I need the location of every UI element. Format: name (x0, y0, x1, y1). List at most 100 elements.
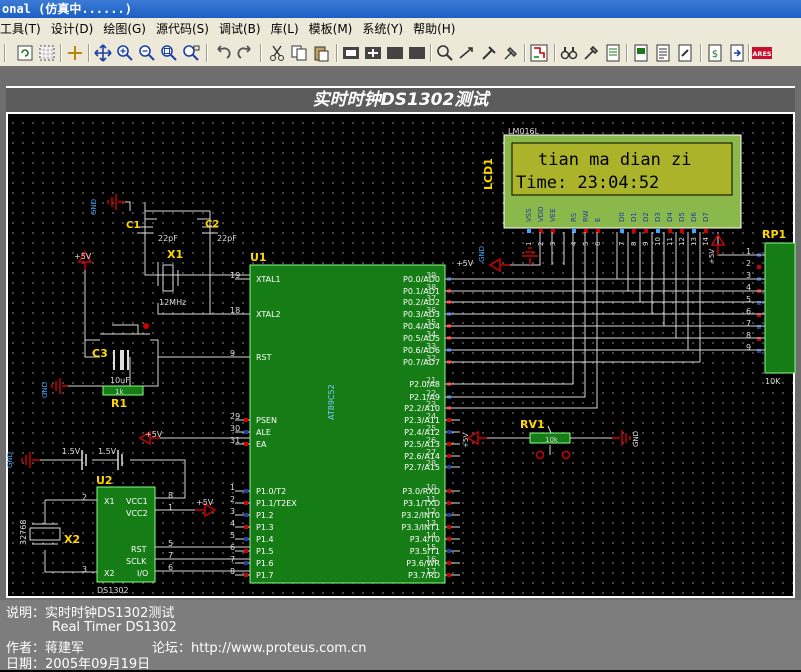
lcd-component[interactable]: LM016L tian ma dian zi Time: 23:04:52 LC… (482, 127, 742, 246)
vcc-terminal: +5V (195, 498, 217, 518)
lcd-pin-state (668, 229, 672, 233)
mcu-pin-number: 32 (426, 354, 436, 363)
mcu-pin-state (447, 501, 451, 505)
toolbar-separator (748, 44, 750, 62)
lcd-pin-label: D1 (630, 212, 638, 222)
property-tool-icon[interactable] (582, 44, 600, 62)
zoom-area-icon[interactable] (182, 44, 200, 62)
gnd-label: GND (41, 382, 49, 398)
undo-icon[interactable] (214, 44, 232, 62)
mcu-pin-label: P2.1/A9 (409, 393, 440, 402)
block-rotate-icon[interactable] (386, 44, 404, 62)
rp1-pin-state (757, 301, 761, 305)
mcu-pin-label: P3.6/WR (406, 559, 440, 568)
mcu-pin-label: P0.1/AD1 (403, 287, 440, 296)
schematic-canvas[interactable]: LM016L tian ma dian zi Time: 23:04:52 LC… (0, 0, 801, 600)
redo-icon[interactable] (236, 44, 254, 62)
rp1-pin-state (757, 313, 761, 317)
money-icon[interactable]: $ (706, 44, 724, 62)
design-explorer-icon[interactable] (676, 44, 694, 62)
origin-icon[interactable] (66, 44, 84, 62)
rp1-pin-number: 8 (746, 331, 751, 340)
rtc-component[interactable]: U2 DS1302 X1 X2 VCC1 VCC2 RST SCLK I/O 2… (82, 474, 173, 595)
menu-library[interactable]: 库(L) (270, 22, 299, 36)
menu-design[interactable]: 设计(D) (50, 22, 94, 36)
bill-of-materials-icon[interactable] (654, 44, 672, 62)
c3-ref: C3 (92, 347, 108, 360)
search-tag-icon[interactable] (560, 44, 578, 62)
menu-system[interactable]: 系统(Y) (362, 22, 404, 36)
gnd-label: GND (6, 452, 14, 468)
package-tool-icon[interactable] (480, 44, 498, 62)
wire-autorouter-icon[interactable] (530, 44, 548, 62)
mcu-component[interactable]: U1 AT89C52 XTAL119XTAL218RST9PSEN29ALE30… (230, 251, 460, 584)
menu-graph[interactable]: 绘图(G) (103, 22, 146, 36)
grid-icon[interactable] (38, 44, 56, 62)
lcd-pin-label: D6 (690, 212, 698, 222)
rv1-potentiometer[interactable]: 10k RV1 (520, 418, 571, 460)
block-move-icon[interactable] (364, 44, 382, 62)
lcd-pin-number: 1 (525, 242, 533, 246)
mcu-pin-state (244, 549, 248, 553)
c3-capacitor[interactable]: C3 10uF (92, 347, 130, 385)
zoom-out-icon[interactable] (138, 44, 156, 62)
menu-help[interactable]: 帮助(H) (413, 22, 456, 36)
refresh-icon[interactable] (16, 44, 34, 62)
lcd-pin-label: RW (582, 210, 590, 222)
menu-tools[interactable]: 工具(T) (0, 22, 41, 36)
cut-icon[interactable] (268, 44, 286, 62)
pan-icon[interactable] (94, 44, 112, 62)
pick-device-icon[interactable] (436, 44, 454, 62)
lcd-pin-label: D2 (642, 212, 650, 222)
mcu-pin-label: P1.6 (256, 559, 274, 568)
c1-capacitor[interactable]: C1 22pF (126, 211, 178, 245)
power-terminals: +5V GND GND +5V +5V GND +5V GND (6, 194, 726, 518)
wires (40, 201, 765, 573)
mcu-pin-state (447, 465, 451, 469)
electrical-check-icon[interactable] (604, 44, 622, 62)
copy-icon[interactable] (290, 44, 308, 62)
block-delete-icon[interactable] (408, 44, 426, 62)
menu-source[interactable]: 源代码(S) (155, 22, 209, 36)
rp1-body[interactable] (764, 242, 796, 374)
x2-crystal[interactable]: X2 32768 (19, 520, 80, 546)
reset-button[interactable] (100, 323, 150, 335)
mcu-pin-label: P0.0/AD0 (403, 275, 440, 284)
wire (44, 499, 97, 573)
export-icon[interactable] (728, 44, 746, 62)
lcd-pin-label: VSS (525, 208, 533, 222)
mcu-pin-number: 12 (426, 507, 436, 516)
mcu-pin-label: ALE (256, 428, 271, 437)
mcu-pin-number: 17 (426, 567, 436, 576)
zoom-in-icon[interactable] (116, 44, 134, 62)
paste-icon[interactable] (312, 44, 330, 62)
mcu-pin-label: P0.4/AD4 (403, 322, 440, 331)
x1-crystal[interactable]: X1 12MHz (157, 248, 186, 307)
block-copy-icon[interactable] (342, 44, 360, 62)
toolbar-separator (554, 44, 556, 62)
wire (144, 210, 250, 276)
netlist-icon[interactable] (632, 44, 650, 62)
mcu-pin-state (244, 501, 248, 505)
make-device-icon[interactable] (458, 44, 476, 62)
rtc-pin-x2: X2 (104, 569, 115, 578)
mcu-body[interactable] (249, 264, 446, 584)
r1-ref: R1 (111, 397, 127, 410)
decompose-icon[interactable] (502, 44, 520, 62)
rtc-body[interactable] (96, 486, 156, 583)
rp1-pin-number: 4 (746, 283, 751, 292)
c2-capacitor[interactable]: C2 22pF (202, 211, 237, 245)
battery-pack[interactable]: 1.5V 1.5V (62, 447, 123, 470)
ares-icon[interactable]: ARES (752, 44, 772, 62)
mcu-pin-number: 2 (230, 495, 235, 504)
mcu-pin-state (244, 513, 248, 517)
mcu-pin-number: 18 (230, 306, 240, 315)
mcu-pin-label: P2.2/A10 (404, 404, 440, 413)
zoom-all-icon[interactable] (160, 44, 178, 62)
gnd-terminal: GND (90, 194, 125, 215)
menu-debug[interactable]: 调试(B) (218, 22, 261, 36)
r1-resistor[interactable]: 1k R1 (102, 385, 144, 410)
mcu-pin-number: 38 (426, 283, 436, 292)
menu-template[interactable]: 模板(M) (308, 22, 353, 36)
